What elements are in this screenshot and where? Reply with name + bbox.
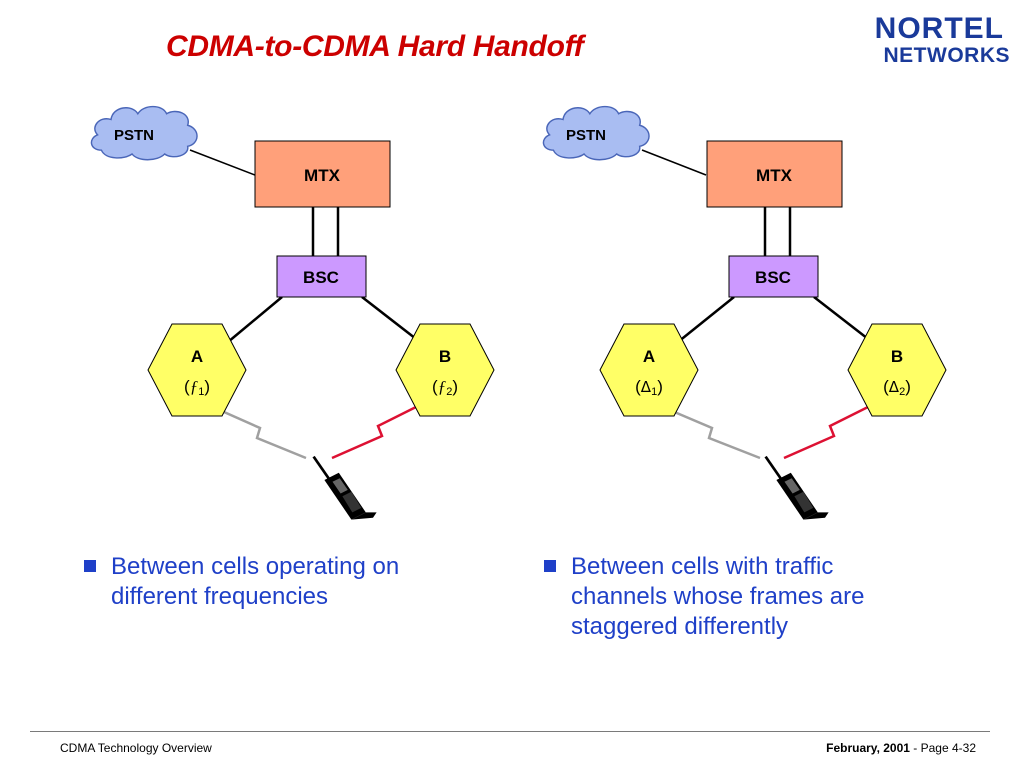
cell-a-name: A [643, 347, 655, 366]
cell-a-symbol: ƒ [190, 377, 199, 396]
bsc-label: BSC [755, 268, 791, 287]
footer-course-name: CDMA Technology Overview [60, 741, 212, 755]
cell-b-subscript: 2 [899, 386, 905, 398]
nortel-networks-logo: NORTEL NETWORKS [826, 10, 1016, 74]
bullet-right: Between cells with traffic channels whos… [544, 552, 864, 642]
bullet-left-line-2: different frequencies [111, 583, 329, 610]
footer-separator: - [909, 741, 921, 755]
bsc-cell-a-link [677, 296, 735, 343]
pstn-mtx-link [641, 149, 707, 176]
radio-link-a [664, 406, 761, 460]
bullet-right-line-3: staggered differently [571, 613, 789, 640]
cell-b-hexagon [847, 323, 947, 417]
cell-b-name: B [439, 347, 451, 366]
cell-b-param: (ƒ2) [432, 377, 458, 398]
bullet-left: Between cells operating on different fre… [84, 552, 399, 612]
bsc-label: BSC [303, 268, 339, 287]
bsc-cell-a-link [227, 296, 283, 343]
radio-link-b [331, 404, 419, 460]
bsc-cell-b-link [361, 296, 421, 343]
mtx-box [706, 140, 843, 208]
bullet-left-line-1: Between cells operating on [111, 553, 400, 580]
radio-link-b [783, 404, 871, 460]
bsc-box [276, 255, 367, 298]
pstn-label: PSTN [114, 127, 154, 144]
cell-a-hexagon [147, 323, 247, 417]
slide-title: CDMA-to-CDMA Hard Handoff [166, 30, 584, 63]
cell-a-hexagon [599, 323, 699, 417]
pstn-mtx-link [189, 149, 256, 176]
cell-b-param: (Δ2) [883, 377, 911, 398]
cell-b-symbol: Δ [889, 378, 900, 396]
cell-a-param: (ƒ1) [184, 377, 210, 398]
bullet-square [544, 560, 556, 572]
mtx-box [254, 140, 391, 208]
cell-a-subscript: 1 [198, 386, 204, 398]
cell-phone-icon [764, 455, 831, 522]
cell-a-subscript: 1 [651, 386, 657, 398]
pstn-label: PSTN [566, 127, 606, 144]
cell-phone-icon [312, 455, 379, 522]
logo-line-1: NORTEL [874, 12, 1004, 45]
footer-divider [30, 731, 990, 732]
radio-link-a [214, 406, 307, 460]
logo-line-2: NETWORKS [883, 44, 1010, 67]
bullet-right-line-2: channels whose frames are [571, 583, 865, 610]
left-diagram: PSTN MTX BSC A (ƒ1) B (ƒ2) [90, 105, 495, 522]
bsc-box [728, 255, 819, 298]
mtx-label: MTX [304, 166, 341, 185]
footer-page-info: February, 2001 - Page 4-32 [826, 741, 976, 755]
footer-date: February, 2001 [826, 741, 910, 755]
cell-a-name: A [191, 347, 203, 366]
bsc-cell-b-link [813, 296, 873, 343]
cell-a-symbol: Δ [641, 378, 652, 396]
mtx-label: MTX [756, 166, 793, 185]
bullet-square [84, 560, 96, 572]
cell-b-name: B [891, 347, 903, 366]
cell-b-subscript: 2 [446, 386, 452, 398]
bullet-right-line-1: Between cells with traffic [571, 553, 834, 580]
footer-page-number: Page 4-32 [920, 741, 976, 755]
cell-a-param: (Δ1) [635, 377, 663, 398]
cell-b-symbol: ƒ [438, 377, 447, 396]
handoff-diagrams: PSTN MTX BSC A (ƒ1) B (ƒ2) PSTN MTX BSC … [90, 105, 947, 522]
right-diagram: PSTN MTX BSC A (Δ1) B (Δ2) [542, 105, 947, 522]
cell-b-hexagon [395, 323, 495, 417]
